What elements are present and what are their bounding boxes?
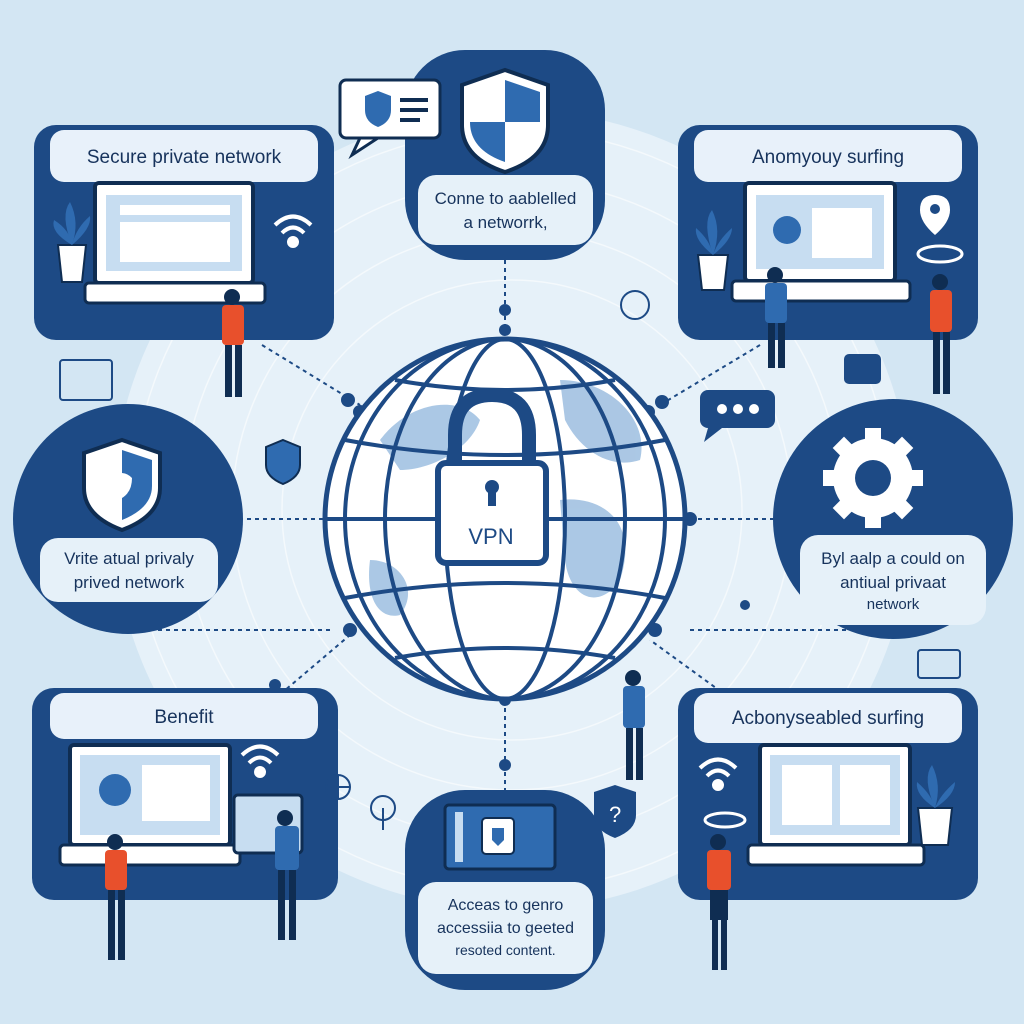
card-text-connect-line1: Conne to aablelled xyxy=(434,189,577,208)
laptop-icon xyxy=(730,181,912,303)
card-text-virtual-line2: prived network xyxy=(73,573,185,592)
card-text-antiual-line3: network xyxy=(866,596,920,613)
card-title-accessible-surfing: Acbonyseabled surfing xyxy=(731,708,925,729)
card-text-connect-line2: a networrk, xyxy=(463,213,548,232)
wifi-icon xyxy=(273,214,313,248)
shield-icon xyxy=(460,67,550,175)
halo-ring xyxy=(916,244,964,264)
card-title-anonymous-surfing: Anomyouy surfing xyxy=(751,147,905,168)
gear-icon xyxy=(823,428,923,528)
card-connect-network xyxy=(338,50,605,260)
shield-icon xyxy=(265,438,301,486)
card-title-secure-network: Secure private network xyxy=(86,147,282,168)
card-virtual-private-network xyxy=(13,404,243,634)
card-text-antiual-line2: antiual privaat xyxy=(840,573,946,592)
card-benefit xyxy=(32,688,338,960)
person-figure xyxy=(707,834,731,970)
person-figure xyxy=(623,670,645,780)
card-title-benefit: Benefit xyxy=(154,707,214,728)
card-accessible-surfing xyxy=(678,688,978,970)
laptop-icon xyxy=(58,743,242,867)
card-access-content xyxy=(405,790,605,990)
lock-icon xyxy=(435,387,549,566)
chat-bubble-icon xyxy=(338,78,442,160)
person-figure xyxy=(105,810,299,960)
vpn-label: VPN xyxy=(468,524,514,549)
decorative-doodles xyxy=(59,290,961,830)
halo-ring xyxy=(703,811,747,829)
device-screen-icon xyxy=(443,803,557,871)
laptop-icon xyxy=(746,743,926,867)
chat-bubble-icon xyxy=(700,390,775,442)
laptop-icon xyxy=(83,181,267,305)
card-text-access-line3: resoted content. xyxy=(455,942,556,958)
plant-icon xyxy=(695,210,732,291)
wifi-icon xyxy=(698,757,738,791)
card-antiual-network xyxy=(773,399,1013,639)
wifi-icon xyxy=(240,744,280,778)
card-text-antiual-line1: Byl aalp a could on xyxy=(821,549,965,568)
connection-lines xyxy=(150,260,880,790)
plant-icon xyxy=(916,765,955,846)
plant-icon xyxy=(53,202,91,283)
location-pin-icon xyxy=(920,195,950,235)
card-text-access-line1: Acceas to genro xyxy=(447,897,564,914)
person-figure xyxy=(222,289,244,397)
person-figure xyxy=(765,267,952,394)
svg-text:?: ? xyxy=(609,802,621,827)
card-text-access-line2: accessiia to geeted xyxy=(437,920,574,937)
card-secure-private-network xyxy=(34,125,334,397)
shield-icon xyxy=(82,437,162,533)
shield-icon: ? xyxy=(594,785,636,838)
card-anonymous-surfing xyxy=(678,125,978,394)
card-text-virtual-line1: Vrite atual privaly xyxy=(64,549,194,568)
